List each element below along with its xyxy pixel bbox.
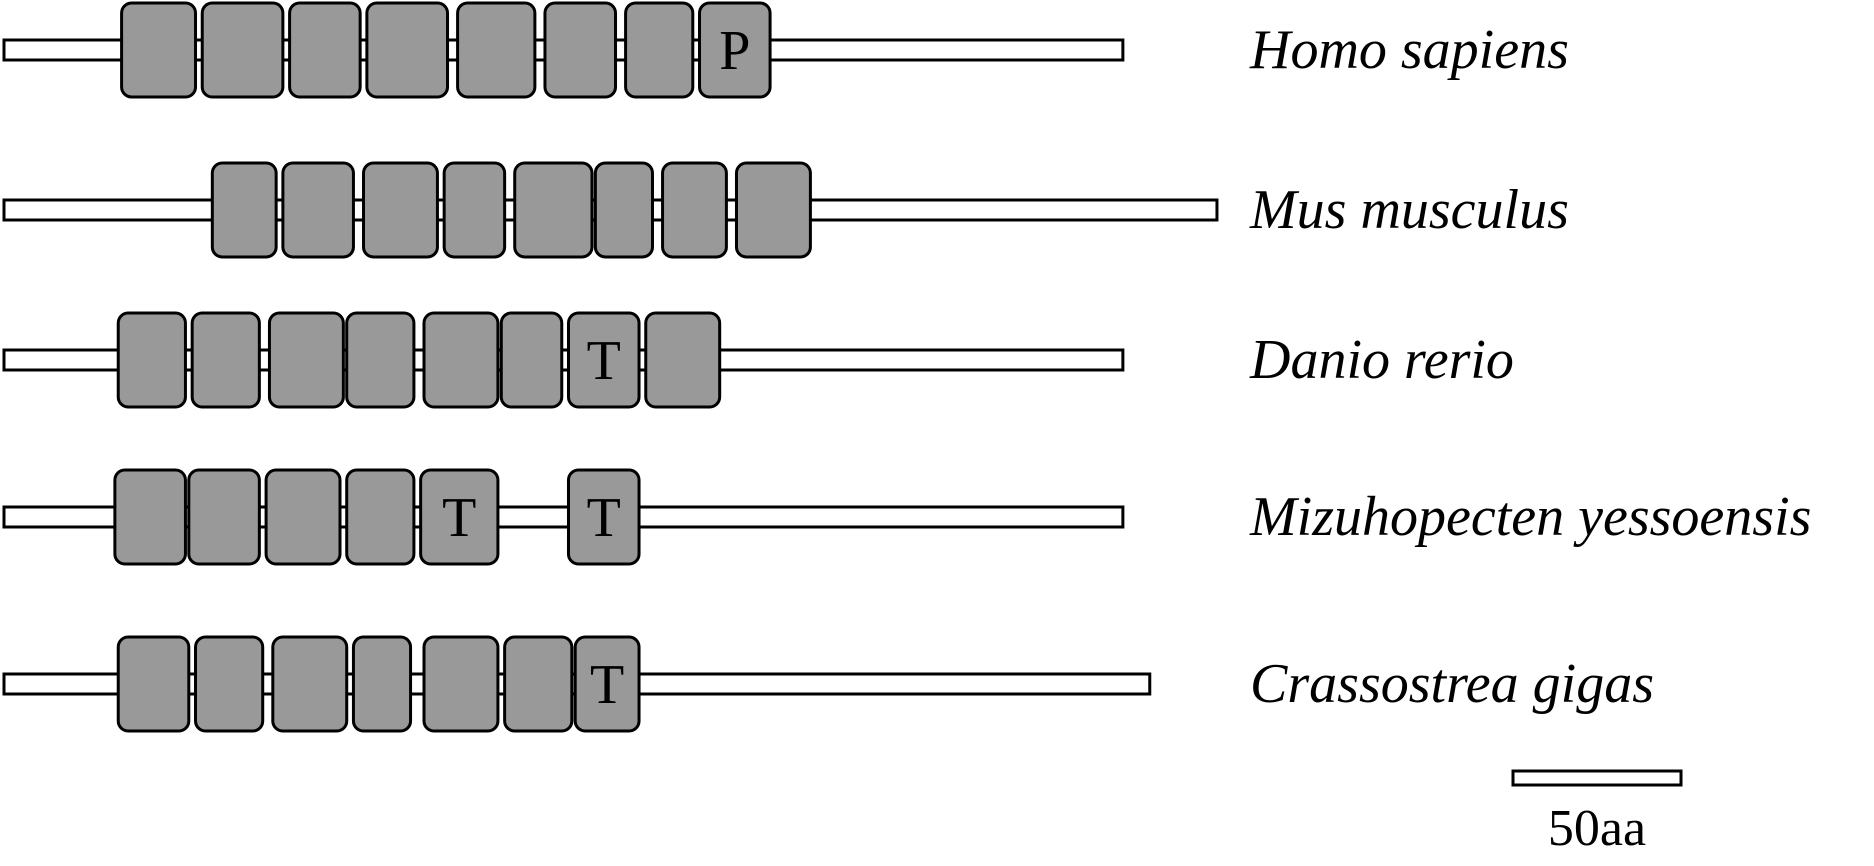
domain-label: P	[719, 20, 750, 82]
domain-label: T	[590, 654, 624, 716]
species-label: Homo sapiens	[1249, 19, 1569, 81]
domain-box	[281, 161, 355, 259]
domain-box	[362, 161, 439, 259]
domain-box	[200, 1, 285, 99]
domain-box	[566, 468, 641, 566]
domain-label: T	[587, 330, 621, 392]
domain-box	[345, 311, 416, 409]
protein-row: T Danio rerio	[2, 311, 1514, 409]
domain-box	[422, 635, 500, 733]
domain-box	[499, 311, 564, 409]
domain-box	[194, 635, 265, 733]
domain-box	[573, 635, 641, 733]
protein-row: P Homo sapiens	[2, 1, 1569, 99]
domain-box	[442, 161, 507, 259]
protein-row: T Crassostrea gigas	[2, 635, 1654, 733]
species-label: Mus musculus	[1249, 179, 1569, 241]
scale-bar-label: 50aa	[1548, 800, 1646, 857]
protein-row: T T Mizuhopecten yessoensis	[2, 468, 1811, 566]
scale-bar-group: 50aa	[1511, 769, 1683, 857]
domain-box	[644, 311, 722, 409]
domain-box	[503, 635, 574, 733]
domain-box	[271, 635, 349, 733]
domain-box	[419, 468, 500, 566]
domain-box	[543, 1, 618, 99]
domain-box	[698, 1, 772, 99]
species-label: Mizuhopecten yessoensis	[1249, 486, 1811, 548]
domain-box	[267, 311, 345, 409]
domain-box	[734, 161, 812, 259]
domain-box	[190, 311, 261, 409]
domain-box	[456, 1, 537, 99]
domain-box	[264, 468, 342, 566]
domain-box	[345, 468, 416, 566]
domain-box	[116, 635, 191, 733]
species-label: Crassostrea gigas	[1250, 653, 1654, 715]
domain-box	[365, 1, 450, 99]
domain-box	[661, 161, 728, 259]
domain-box	[120, 1, 198, 99]
scale-bar	[1511, 769, 1683, 787]
domain-box	[624, 1, 695, 99]
domain-box	[422, 311, 500, 409]
domain-box	[288, 1, 362, 99]
domain-label: T	[587, 487, 621, 549]
domain-box	[187, 468, 261, 566]
domain-box	[351, 635, 413, 733]
domain-box	[113, 468, 187, 566]
domain-box	[116, 311, 187, 409]
domain-box	[210, 161, 278, 259]
domain-label: T	[442, 487, 476, 549]
protein-row: Mus musculus	[2, 161, 1569, 259]
domain-box	[513, 161, 594, 259]
domain-box	[566, 311, 641, 409]
domain-box	[593, 161, 654, 259]
species-label: Danio rerio	[1249, 329, 1514, 391]
